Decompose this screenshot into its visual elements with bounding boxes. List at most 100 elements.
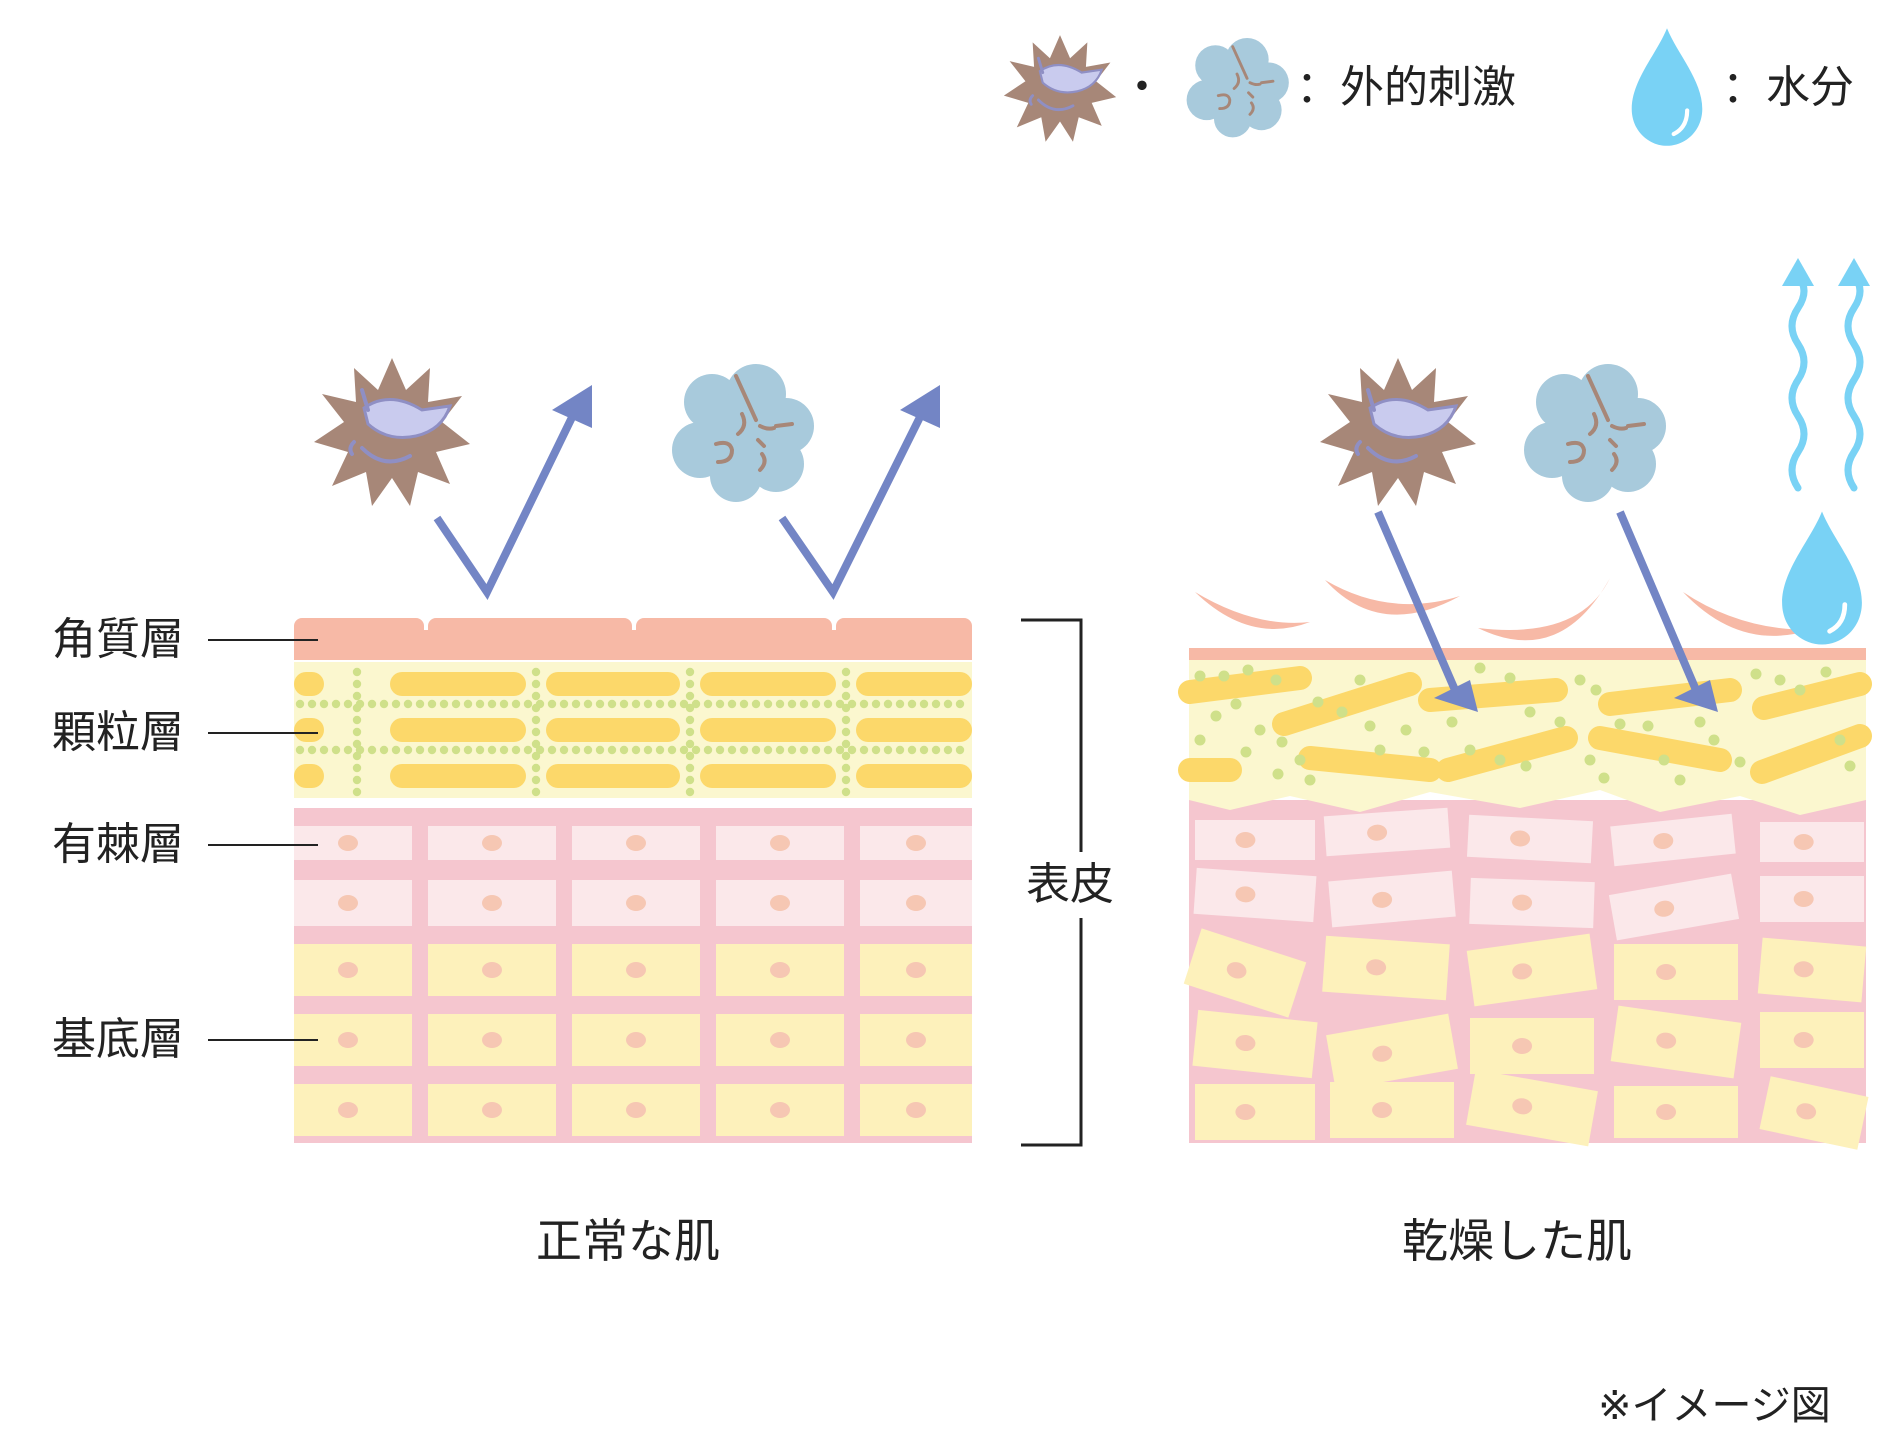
layer-pointers (208, 639, 318, 1041)
granule (655, 745, 665, 755)
granule (352, 775, 362, 785)
normal-cells (294, 826, 972, 1136)
granule (499, 745, 509, 755)
granule (1774, 674, 1786, 686)
granule (439, 699, 449, 709)
label-spinous-layer: 有棘層 (52, 819, 184, 870)
granule (763, 745, 773, 755)
epidermal-cell (1610, 813, 1736, 867)
granular-cell (1298, 746, 1442, 782)
granule (739, 745, 749, 755)
granule (391, 745, 401, 755)
granule (1750, 668, 1762, 680)
granular-cell (856, 718, 972, 742)
epidermis-bracket (1021, 618, 1083, 1147)
cell-nucleus (1793, 834, 1814, 850)
granule (841, 787, 851, 797)
granule (871, 745, 881, 755)
penetrate-arrow (1616, 510, 1700, 692)
granule (685, 739, 695, 749)
granule (531, 703, 541, 713)
granule (1336, 706, 1348, 718)
cell-nucleus (1372, 1102, 1393, 1118)
granule (531, 739, 541, 749)
epidermal-cell (1610, 1005, 1742, 1079)
cell-nucleus (906, 1102, 926, 1118)
granule (547, 745, 557, 755)
penetrate-arrow (1374, 510, 1459, 692)
granule (1524, 706, 1536, 718)
peeling-flakes (1195, 578, 1810, 641)
granule (511, 745, 521, 755)
granule (1194, 670, 1206, 682)
granular-cell (1752, 672, 1872, 720)
epidermal-cell (1326, 1013, 1458, 1091)
reflect-arrow (433, 403, 582, 600)
granule (955, 745, 965, 755)
cell-nucleus (626, 962, 646, 978)
granule (531, 691, 541, 701)
caption-normal-skin: 正常な肌 (536, 1214, 720, 1268)
granule (415, 699, 425, 709)
cloud-stimulus-icon (1185, 36, 1291, 139)
water-drop-icon (1782, 512, 1862, 645)
granular-cell (546, 764, 680, 788)
granule (811, 699, 821, 709)
cell-nucleus (770, 1102, 790, 1118)
granule (685, 691, 695, 701)
epidermal-cell (1470, 1018, 1594, 1074)
epidermis-label: 表皮 (1026, 859, 1114, 910)
granule (1218, 670, 1230, 682)
cell-nucleus (1235, 832, 1256, 848)
granule (352, 739, 362, 749)
granule (531, 679, 541, 689)
cell-nucleus (338, 1032, 358, 1048)
granule (379, 699, 389, 709)
cell-nucleus (1226, 962, 1247, 979)
granule (715, 699, 725, 709)
granule (583, 699, 593, 709)
granule (667, 699, 677, 709)
granule (955, 699, 965, 709)
granule (559, 745, 569, 755)
granule (727, 699, 737, 709)
granule (531, 667, 541, 677)
epidermal-cell (1466, 814, 1594, 864)
cell-nucleus (338, 835, 358, 851)
granule (583, 745, 593, 755)
granule (841, 763, 851, 773)
cell-nucleus (770, 835, 790, 851)
cell-nucleus (1656, 1032, 1677, 1049)
granular-cell (390, 718, 526, 742)
granule (1590, 684, 1602, 696)
granule (531, 751, 541, 761)
cell-nucleus (1235, 886, 1256, 903)
cell-nucleus (770, 1032, 790, 1048)
granule (751, 745, 761, 755)
granule (319, 699, 329, 709)
external-stimulus-label: ：外的刺激 (1296, 62, 1516, 113)
brown-stimulus-icon (1318, 356, 1478, 508)
cell-nucleus (1235, 1034, 1256, 1052)
cell-nucleus (482, 1102, 502, 1118)
granule (531, 727, 541, 737)
dry-cells (1183, 807, 1869, 1150)
granule (352, 751, 362, 761)
granule (523, 745, 533, 755)
granule (1254, 724, 1266, 736)
granule (835, 745, 845, 755)
granule (531, 763, 541, 773)
epidermal-cell (1466, 933, 1598, 1007)
granule (799, 745, 809, 755)
granule (841, 715, 851, 725)
granule (571, 699, 581, 709)
granule (859, 745, 869, 755)
granule (1642, 720, 1654, 732)
granule (703, 745, 713, 755)
cell-nucleus (906, 835, 926, 851)
granule (1834, 734, 1846, 746)
granule (475, 745, 485, 755)
granule (841, 751, 851, 761)
granule (1708, 734, 1720, 746)
granule (823, 699, 833, 709)
